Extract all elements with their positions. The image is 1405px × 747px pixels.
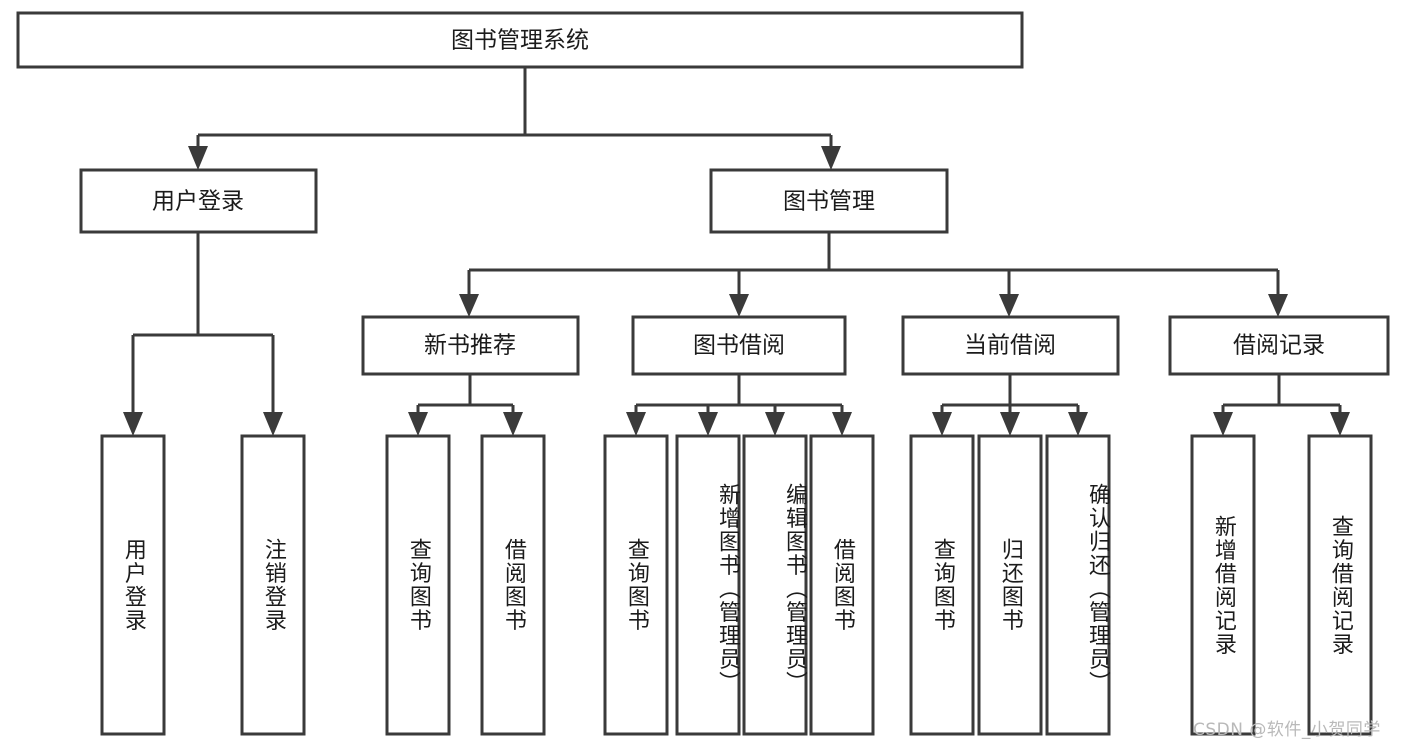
node-new-book-recommend-label: 新书推荐 bbox=[424, 333, 516, 359]
node-book-management[interactable]: 图书管理 bbox=[709, 168, 949, 234]
node-book-management-box[interactable] bbox=[709, 168, 949, 234]
node-book-borrow[interactable]: 图书借阅 bbox=[631, 315, 847, 376]
leaf-box-br-add-record[interactable] bbox=[1190, 434, 1256, 736]
arrow-head-icon bbox=[1330, 412, 1350, 436]
connector-user-login-to-leaves bbox=[123, 232, 283, 436]
node-new-book-recommend[interactable]: 新书推荐 bbox=[361, 315, 580, 376]
leaf-box-user-login[interactable] bbox=[100, 434, 166, 736]
node-book-borrow-label: 图书借阅 bbox=[693, 333, 785, 359]
node-current-borrow[interactable]: 当前借阅 bbox=[901, 315, 1120, 376]
leaf-box-cb-return-book[interactable] bbox=[977, 434, 1043, 736]
leaf-box-nbr-borrow-book[interactable] bbox=[480, 434, 546, 736]
leaf-box-br-query-record[interactable] bbox=[1307, 434, 1373, 736]
leaf-box-cb-confirm-return[interactable] bbox=[1045, 434, 1111, 736]
arrow-head-icon bbox=[263, 412, 283, 436]
leaf-box-cb-query-book[interactable] bbox=[909, 434, 975, 736]
arrow-head-icon bbox=[459, 294, 479, 317]
node-root[interactable]: 图书管理系统 bbox=[16, 11, 1024, 69]
connector-borrow-record-to-leaves bbox=[1213, 374, 1350, 436]
leaf-box-bb-add-book[interactable] bbox=[675, 434, 741, 736]
watermark-text: CSDN @软件_小贺同学 bbox=[1193, 720, 1381, 740]
arrow-head-icon bbox=[999, 294, 1019, 317]
arrow-head-icon bbox=[932, 412, 952, 436]
leaf-box-nbr-query-book[interactable] bbox=[385, 434, 451, 736]
arrow-head-icon bbox=[503, 412, 523, 436]
connector-root-to-level1 bbox=[188, 67, 841, 170]
node-root-label: 图书管理系统 bbox=[451, 28, 589, 54]
arrow-head-icon bbox=[626, 412, 646, 436]
arrow-head-icon bbox=[1068, 412, 1088, 436]
node-borrow-record[interactable]: 借阅记录 bbox=[1168, 315, 1390, 376]
connector-current-borrow-to-leaves bbox=[932, 374, 1088, 436]
arrow-head-icon bbox=[1268, 294, 1288, 317]
node-user-login-label: 用户登录 bbox=[152, 189, 244, 215]
node-current-borrow-box[interactable] bbox=[901, 315, 1120, 376]
connector-book-borrow-to-leaves bbox=[626, 374, 852, 436]
leaf-box-bb-borrow-book[interactable] bbox=[809, 434, 875, 736]
arrow-head-icon bbox=[188, 146, 208, 170]
node-current-borrow-label: 当前借阅 bbox=[964, 333, 1056, 359]
node-borrow-record-box[interactable] bbox=[1168, 315, 1390, 376]
node-borrow-record-label: 借阅记录 bbox=[1233, 333, 1325, 359]
connector-book-management-to-categories bbox=[459, 232, 1288, 317]
arrow-head-icon bbox=[408, 412, 428, 436]
node-book-borrow-box[interactable] bbox=[631, 315, 847, 376]
arrow-head-icon bbox=[832, 412, 852, 436]
leaf-box-bb-query-book[interactable] bbox=[603, 434, 669, 736]
arrow-head-icon bbox=[1000, 412, 1020, 436]
arrow-head-icon bbox=[729, 294, 749, 317]
arrow-head-icon bbox=[765, 412, 785, 436]
node-root-box[interactable] bbox=[16, 11, 1024, 69]
node-user-login[interactable]: 用户登录 bbox=[79, 168, 318, 234]
leaf-box-bb-edit-book[interactable] bbox=[742, 434, 808, 736]
node-book-management-label: 图书管理 bbox=[783, 189, 875, 215]
node-new-book-recommend-box[interactable] bbox=[361, 315, 580, 376]
arrow-head-icon bbox=[123, 412, 143, 436]
arrow-head-icon bbox=[821, 146, 841, 170]
arrow-head-icon bbox=[698, 412, 718, 436]
arrow-head-icon bbox=[1213, 412, 1233, 436]
leaf-box-logout[interactable] bbox=[240, 434, 306, 736]
connector-new-book-recommend-to-leaves bbox=[408, 374, 523, 436]
